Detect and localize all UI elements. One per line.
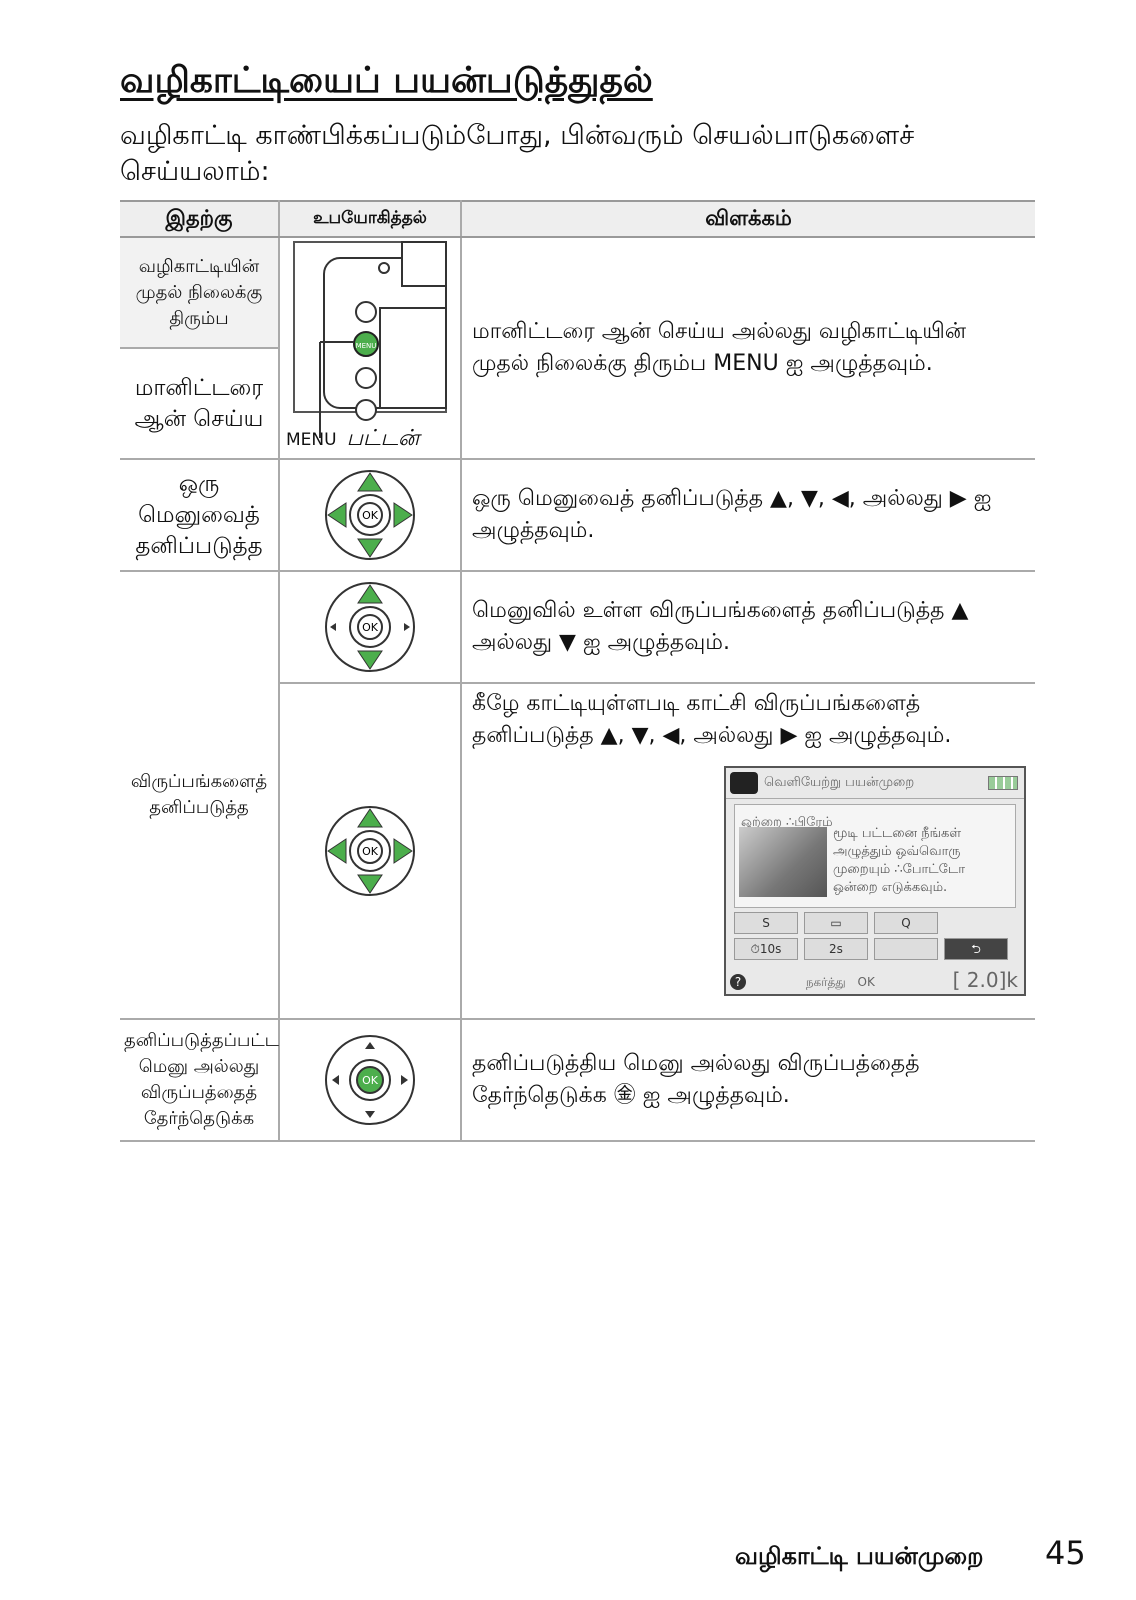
page-title: வழிகாட்டியைப் பயன்படுத்துதல்	[120, 60, 653, 101]
svg-text:OK: OK	[362, 621, 379, 634]
camera-back-icon: MENU	[293, 241, 447, 438]
self-timer-option: ⏱10s	[734, 938, 798, 960]
description-cell: ஒரு மெனுவைத் தனிப்படுத்த ▲, ▼, ◀, அல்லது…	[461, 459, 1035, 572]
lcd-footer-ok: OK	[857, 975, 875, 989]
page-number: 45	[1045, 1534, 1086, 1572]
continuous-option: ▭	[804, 912, 868, 934]
lcd-footer-nav: நகர்த்து	[805, 975, 846, 989]
description-cell: மெனுவில் உள்ள விருப்பங்களைத் தனிப்படுத்த…	[461, 571, 1035, 684]
menu-button-label: MENU	[286, 430, 337, 450]
table-row: விருப்பங்களைத் தனிப்படுத்த OK மெனுவில் உ…	[120, 571, 1035, 1020]
purpose-cell: ஒரு மெனுவைத் தனிப்படுத்த	[120, 459, 280, 572]
footer-section-title: வழிகாட்டி பயன்முறை	[735, 1542, 984, 1570]
purpose-cell: வழிகாட்டியின் முதல் நிலைக்கு திரும்ப	[120, 237, 280, 349]
lcd-footer-value: [ 2.0]k	[952, 968, 1018, 992]
description-cell: தனிப்படுத்திய மெனு அல்லது விருப்பத்தைத் …	[461, 1019, 1035, 1142]
description-cell: மானிட்டரை ஆன் செய்ய அல்லது வழிகாட்டியின்…	[461, 237, 1035, 460]
table-row: OK கீழே காட்டியுள்ளபடி காட்சி விருப்பங்க…	[120, 683, 1035, 1020]
table-row: ஒரு மெனுவைத் தனிப்படுத்த OK ஒரு மெனுவைத்…	[120, 459, 1035, 572]
help-icon: ?	[730, 974, 746, 990]
svg-text:OK: OK	[362, 509, 379, 522]
purpose-cell: விருப்பங்களைத் தனிப்படுத்த	[120, 571, 280, 1020]
battery-icon	[988, 776, 1018, 790]
dial-cell: OK	[279, 571, 462, 684]
ok-button-icon: OK	[325, 1035, 415, 1125]
table-row: மானிட்டரை ஆன் செய்ய	[120, 348, 1035, 460]
table-row: வழிகாட்டியின் முதல் நிலைக்கு திரும்ப MEN…	[120, 237, 1035, 460]
table-row: தனிப்படுத்தப்பட்ட மெனு அல்லது விருப்பத்த…	[120, 1019, 1035, 1142]
guide-table: இதற்கு உபயோகித்தல் விளக்கம் வழிகாட்டியின…	[120, 200, 1035, 1142]
table-header-row: இதற்கு உபயோகித்தல் விளக்கம்	[120, 200, 1035, 238]
lcd-header: வெளியேற்று பயன்முறை	[764, 775, 915, 790]
multi-selector-icon: OK	[325, 470, 415, 560]
intro-text: வழிகாட்டி காண்பிக்கப்படும்போது, பின்வரும…	[120, 120, 915, 187]
polar-bear-photo	[739, 827, 827, 897]
camera-icon	[730, 772, 758, 794]
svg-text:OK: OK	[362, 1074, 379, 1087]
remote-2s-option: 2s	[804, 938, 868, 960]
multi-selector-icon: OK	[325, 806, 415, 896]
camera-lcd-screen: வெளியேற்று பயன்முறை ஒற்றை ∴பிரேம் மூடி ப…	[724, 766, 1026, 996]
dial-cell: OK	[279, 683, 462, 1020]
menu-button-caption: பட்டன்	[346, 426, 420, 451]
single-frame-option: S	[734, 912, 798, 934]
quiet-option: Q	[874, 912, 938, 934]
multi-selector-up-down-icon: OK	[325, 582, 415, 672]
lcd-desc-line: அழுத்தும் ஒவ்வொரு	[833, 844, 961, 859]
menu-button-cell: MENU MENU பட்டன்	[279, 237, 462, 460]
svg-text:MENU: MENU	[356, 342, 377, 350]
purpose-cell: மானிட்டரை ஆன் செய்ய	[120, 348, 280, 460]
svg-text:OK: OK	[362, 845, 379, 858]
header-description: விளக்கம்	[461, 200, 1035, 238]
description-cell: கீழே காட்டியுள்ளபடி காட்சி விருப்பங்களைத…	[461, 683, 1035, 1020]
lcd-desc-line: ஒன்றை எடுக்கவும்.	[833, 880, 948, 895]
back-option: ⮌	[944, 938, 1008, 960]
purpose-cell: தனிப்படுத்தப்பட்ட மெனு அல்லது விருப்பத்த…	[120, 1019, 280, 1142]
remote-option	[874, 938, 938, 960]
lcd-item: ஒற்றை ∴பிரேம்	[741, 815, 833, 830]
dial-cell: OK	[279, 1019, 462, 1142]
header-purpose: இதற்கு	[120, 200, 280, 238]
dial-cell: OK	[279, 459, 462, 572]
lcd-desc-line: மூடி பட்டனை நீங்கள்	[833, 826, 962, 841]
header-use: உபயோகித்தல்	[279, 200, 462, 238]
lcd-desc-line: முறையும் ∴போட்டோ	[833, 862, 966, 877]
